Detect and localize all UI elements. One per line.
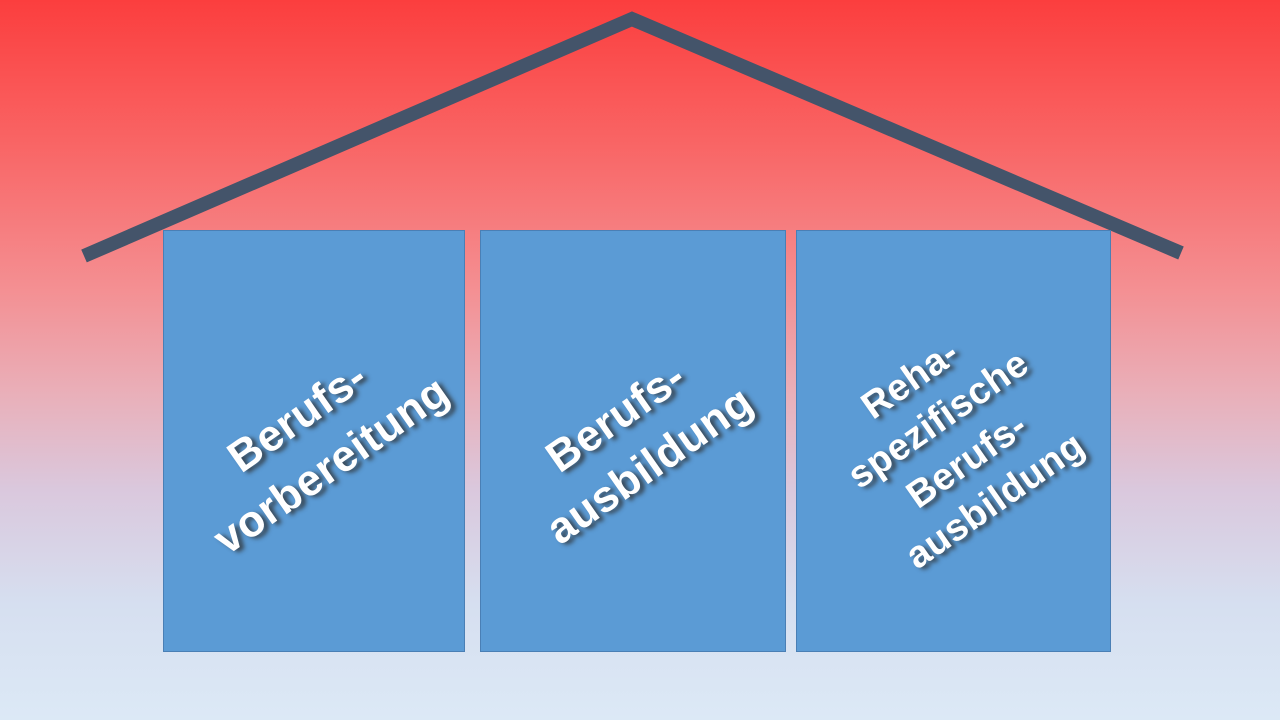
pillar-reha-spezifische-berufsausbildung: Reha- spezifische Berufs- ausbildung: [796, 230, 1111, 652]
pillar-label-berufsausbildung: Berufs- ausbildung: [537, 351, 763, 554]
pillar-berufsvorbereitung: Berufs- vorbereitung: [163, 230, 465, 652]
pillar-berufsausbildung: Berufs- ausbildung: [480, 230, 786, 652]
pillar-label-reha-spezifische-berufsausbildung: Reha- spezifische Berufs- ausbildung: [840, 331, 1093, 578]
pillar-label-berufsvorbereitung: Berufs- vorbereitung: [204, 351, 458, 565]
roof-line: [81, 11, 1184, 263]
